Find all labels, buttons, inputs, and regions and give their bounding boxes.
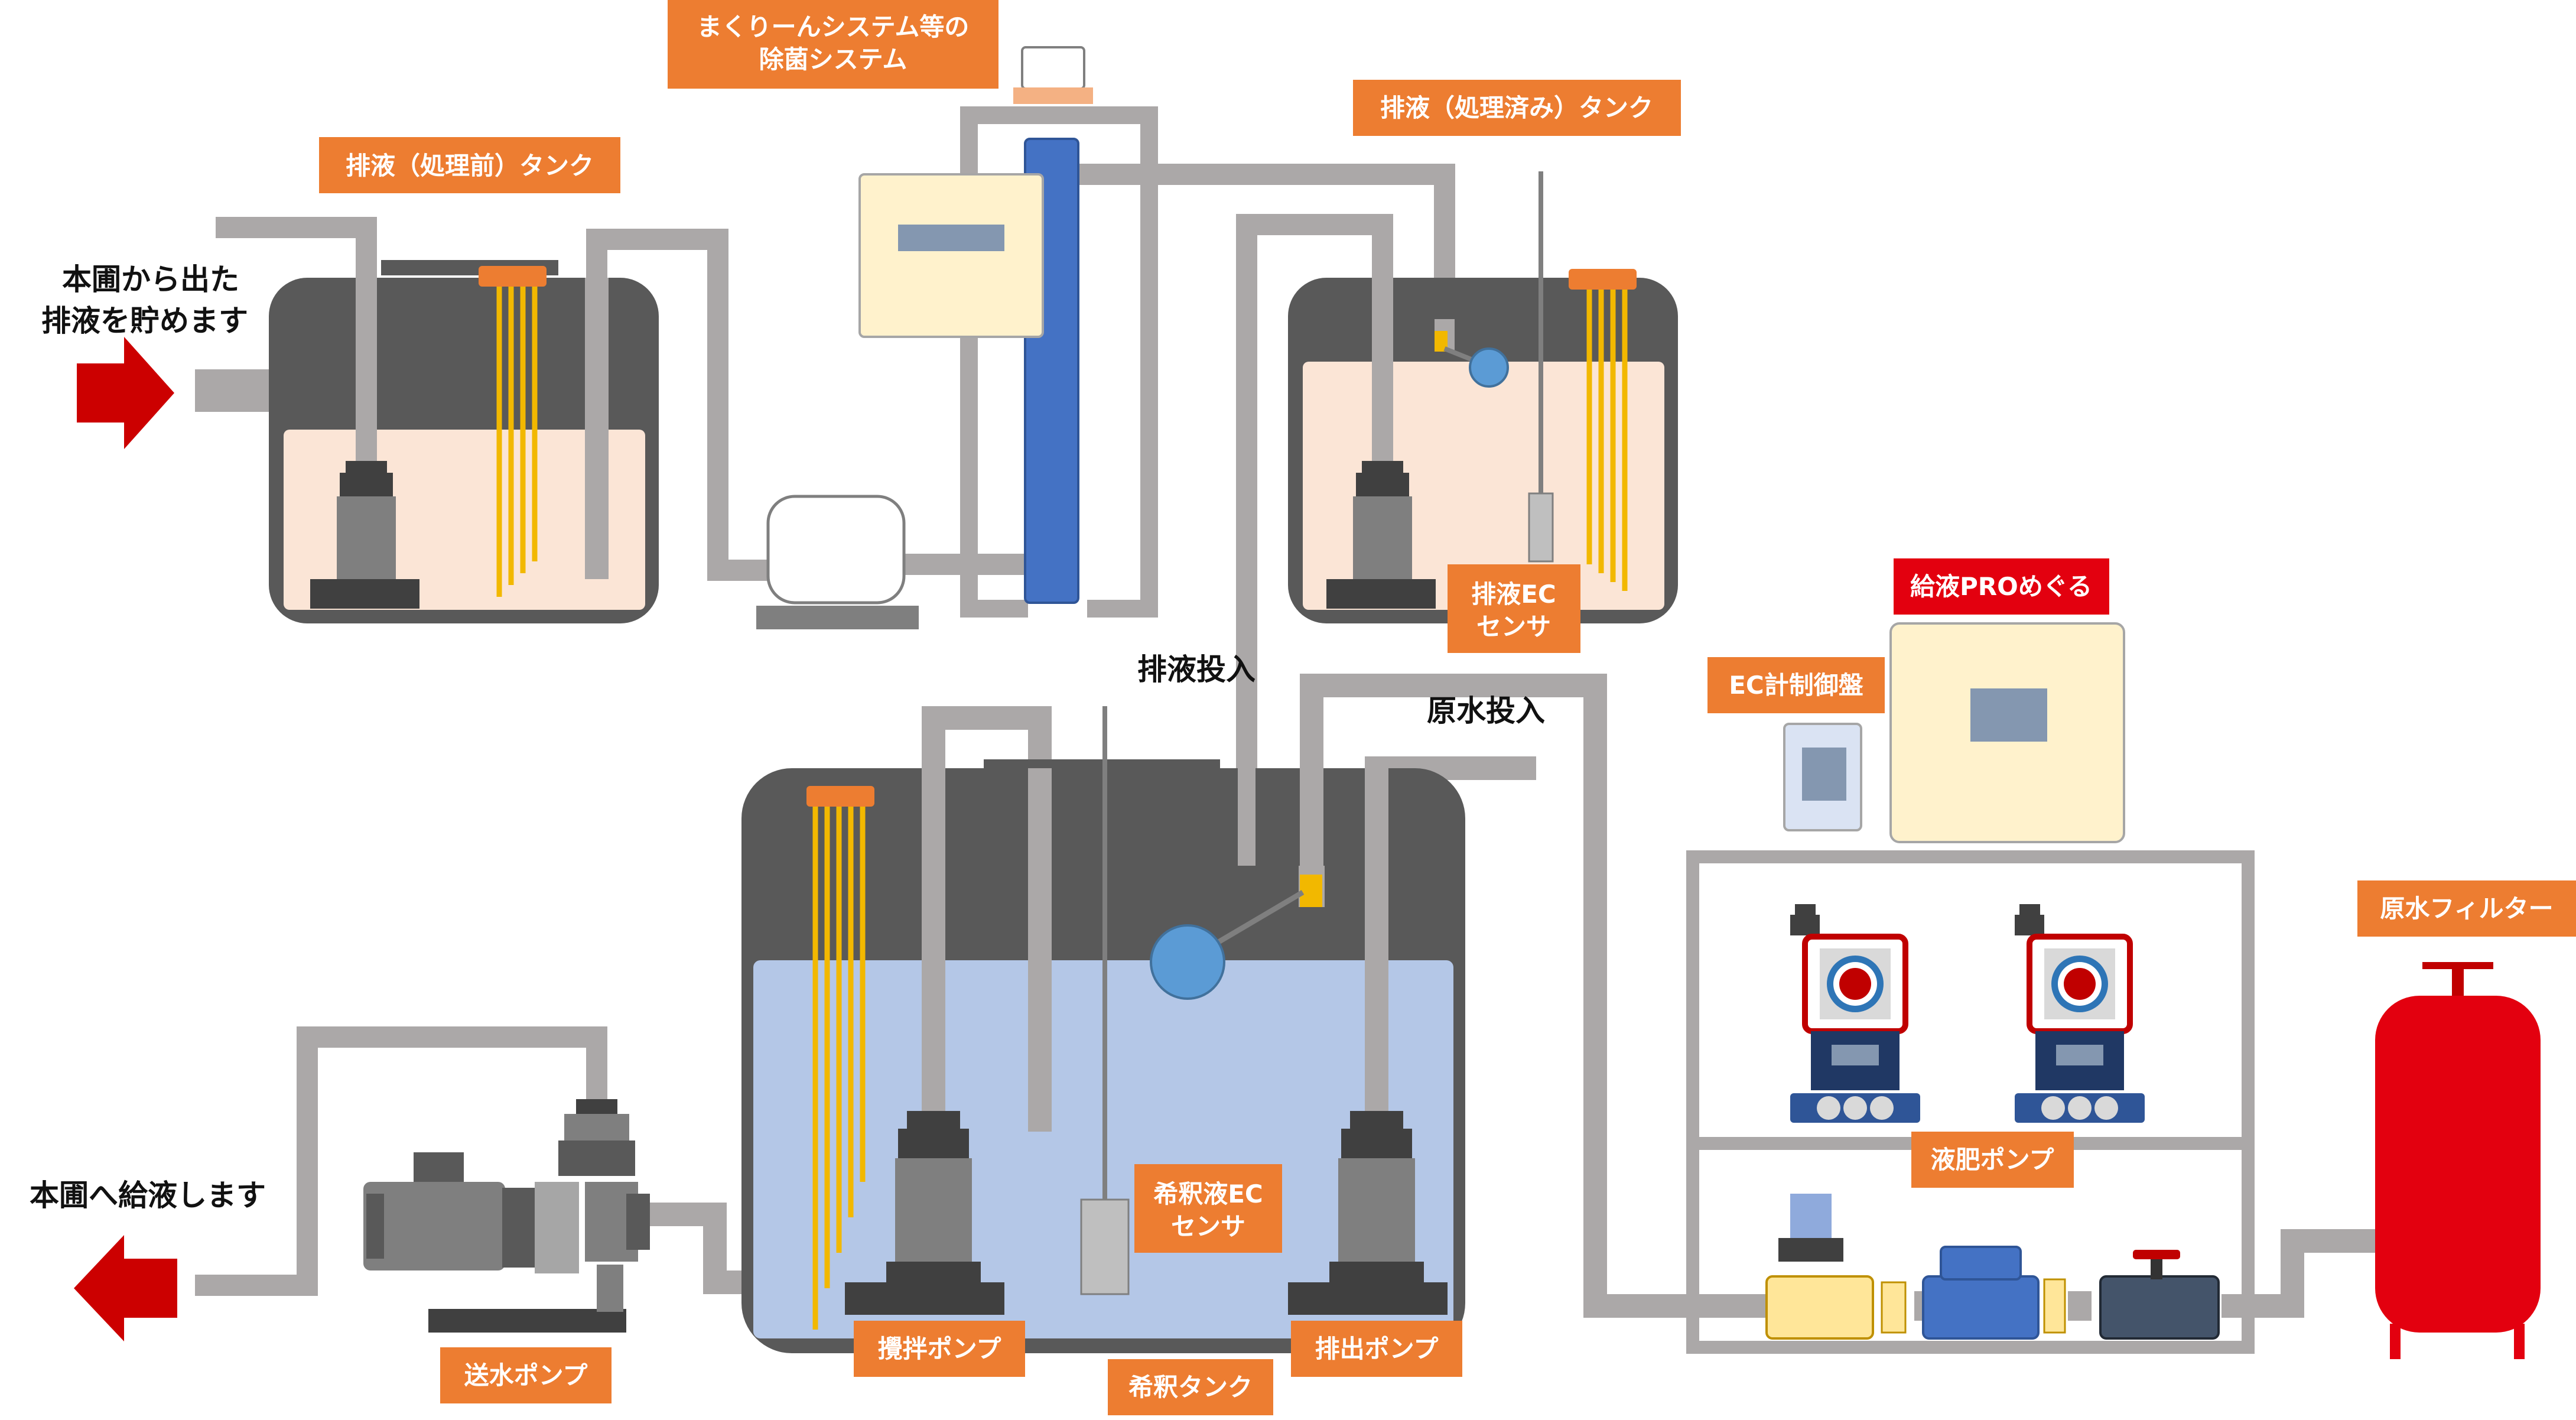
booster-pump — [756, 495, 919, 629]
label-sterilization-line2: 除菌システム — [759, 45, 908, 74]
discharge-pump-icon — [1288, 1111, 1448, 1315]
heater-tank1 — [479, 266, 547, 597]
label-raw-filter: 原水フィルター — [2357, 880, 2576, 937]
inflow-arrow-icon — [77, 337, 174, 449]
heater-tank2 — [1569, 269, 1637, 591]
label-waste-before-tank: 排液（処理前）タンク — [319, 137, 620, 193]
svg-text:排出ポンプ: 排出ポンプ — [1315, 1334, 1439, 1363]
label-dilution-ec-sensor: 希釈液EC センサ — [1134, 1164, 1282, 1253]
pipe-filter-inlet — [2281, 1229, 2375, 1306]
sterilization-system — [858, 46, 1093, 604]
label-send-pump: 送水ポンプ — [440, 1347, 612, 1403]
svg-text:排液（処理済み）タンク: 排液（処理済み）タンク — [1380, 93, 1653, 122]
pipe-raw-water — [1300, 674, 1767, 1318]
label-dilution-tank: 希釈タンク — [1108, 1359, 1273, 1415]
svg-text:EC計制御盤: EC計制御盤 — [1729, 671, 1863, 700]
label-megrow: 給液PROめぐる — [1894, 558, 2109, 615]
megrow-unit — [1889, 622, 2125, 843]
pipe-dilution-to-send — [650, 1203, 741, 1294]
pipe-sterilizer-loop — [960, 106, 1158, 618]
label-waste-after-tank: 排液（処理済み）タンク — [1353, 80, 1681, 136]
svg-text:攪拌ポンプ: 攪拌ポンプ — [878, 1334, 1001, 1363]
label-waste-ec-line1: 排液EC — [1471, 580, 1556, 609]
annotation-outflow: 本圃へ給液します — [30, 1178, 266, 1213]
pipe-sterilizer-to-tank2 — [1072, 164, 1455, 322]
pipe-tank1-return — [585, 278, 609, 579]
svg-text:原水フィルター: 原水フィルター — [2380, 894, 2553, 923]
outflow-arrow-icon — [74, 1235, 177, 1341]
waste-ec-sensor-icon — [1528, 171, 1554, 563]
svg-text:排液（処理前）タンク: 排液（処理前）タンク — [346, 151, 594, 180]
pipe-send-pump-outlet — [195, 1026, 607, 1296]
svg-text:給液PROめぐる: 給液PROめぐる — [1910, 572, 2092, 601]
pipes-inside — [356, 278, 1393, 1132]
float-switch-dilution — [1150, 866, 1325, 1000]
submersible-pump-tank1 — [310, 461, 419, 609]
label-ec-controller: EC計制御盤 — [1707, 657, 1885, 713]
annotation-waste-input: 排液投入 — [1137, 652, 1256, 687]
svg-text:希釈タンク: 希釈タンク — [1128, 1373, 1253, 1402]
label-waste-ec-line2: センサ — [1476, 612, 1551, 641]
annotation-raw-input: 原水投入 — [1427, 694, 1545, 728]
label-fertilizer-pump: 液肥ポンプ — [1911, 1132, 2074, 1188]
label-stir-pump: 攪拌ポンプ — [854, 1321, 1025, 1377]
ec-controller-panel — [1783, 723, 1862, 831]
send-pump-icon — [363, 1099, 650, 1333]
heater-dilution — [806, 786, 874, 1330]
raw-water-filter — [2375, 962, 2541, 1359]
annotation-inflow-line2: 排液を貯めます — [41, 304, 248, 338]
pipe-manifold — [1765, 1194, 2220, 1340]
fertilizer-pump-1 — [1790, 904, 1920, 1123]
submersible-pump-tank2 — [1326, 461, 1436, 609]
annotation-inflow-line1: 本圃から出た — [62, 262, 239, 297]
dilution-ec-sensor-icon — [1080, 706, 1130, 1295]
waste-before-tank — [269, 260, 659, 623]
stir-pump-icon — [845, 1111, 1004, 1315]
svg-text:液肥ポンプ: 液肥ポンプ — [1931, 1145, 2054, 1174]
label-waste-ec-sensor: 排液EC センサ — [1448, 564, 1580, 653]
label-sterilization-line1: まくりーんシステム等の — [697, 12, 970, 41]
label-dilution-ec-line1: 希釈液EC — [1153, 1179, 1263, 1208]
label-discharge-pump: 排出ポンプ — [1291, 1321, 1462, 1377]
sterilizer-control-box — [858, 173, 1044, 338]
fertilizer-pump-2 — [2015, 904, 2145, 1123]
float-switch-tank2 — [1435, 319, 1509, 388]
label-dilution-ec-line2: センサ — [1171, 1212, 1245, 1241]
label-sterilization: まくりーんシステム等の 除菌システム — [668, 0, 998, 89]
svg-text:送水ポンプ: 送水ポンプ — [464, 1361, 588, 1390]
